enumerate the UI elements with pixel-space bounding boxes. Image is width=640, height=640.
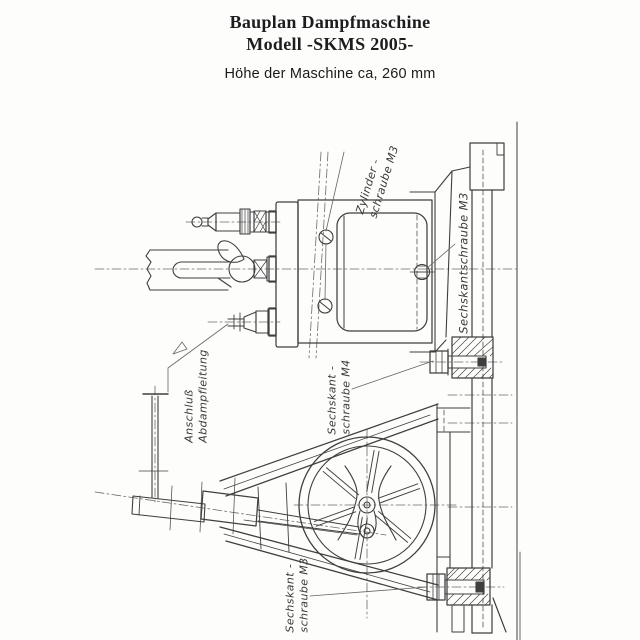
exhaust-pipe [138, 393, 169, 499]
centerlines [94, 151, 517, 619]
flywheel-spokes [313, 449, 421, 561]
standard-column [409, 166, 471, 353]
safety-valve-fitting [191, 208, 277, 235]
label-hex-screw-right: Sechskantschraube M3 [456, 192, 471, 334]
piston-rod-assembly [131, 477, 360, 536]
leader-arrowhead [172, 341, 188, 355]
machine-height-note: Höhe der Maschine ca, 260 mm [224, 65, 436, 82]
label-exhaust-connection: Anschluß Abdampfleitung [182, 349, 210, 443]
label-hex-screw-bottom: Sechskant - schraube M3 [283, 557, 311, 633]
base-plate [451, 142, 507, 634]
frame-legs [219, 403, 439, 601]
steam-pipe [145, 249, 232, 291]
flywheel [298, 436, 436, 574]
hatching-bottom [446, 567, 491, 606]
hatching-top [451, 336, 494, 379]
cylinder-block [268, 199, 433, 348]
frame-flange [436, 403, 471, 633]
page-title-line1: Bauplan Dampfmaschine [229, 12, 431, 32]
page-title-line2: Modell -SKMS 2005- [246, 33, 414, 54]
hex-bolt-m4 [429, 336, 494, 379]
leader-lines [167, 151, 456, 597]
table-edge [516, 121, 521, 640]
title-block: Bauplan Dampfmaschine Modell -SKMS 2005-… [150, 12, 510, 82]
ball-valve-oiler [217, 240, 277, 283]
label-hex-screw-m4: Sechskant - schraube M4 [325, 359, 353, 435]
